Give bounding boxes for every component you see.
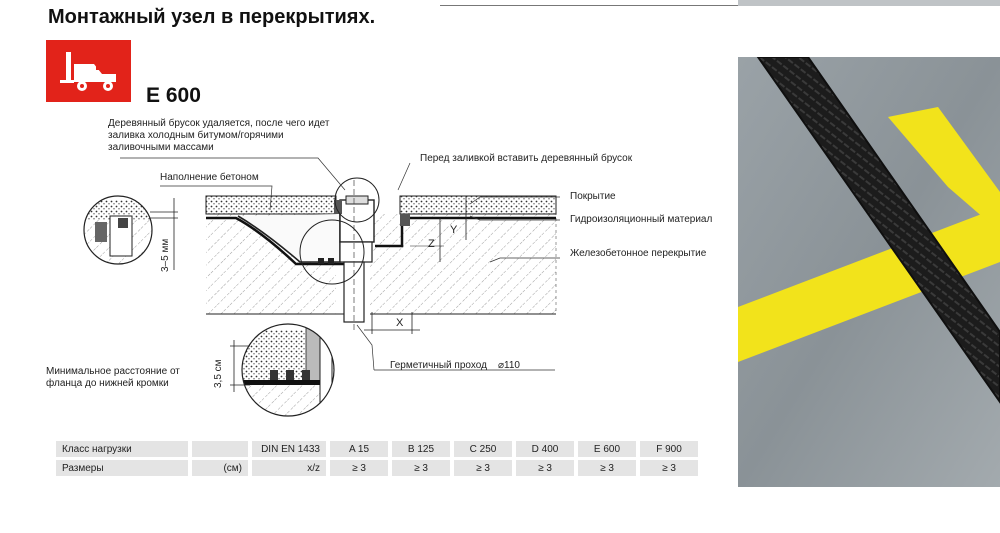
drainage-channel	[756, 57, 1000, 404]
table-cell: E 600	[578, 441, 636, 457]
table-row: Размеры (см) x/z ≥ 3 ≥ 3 ≥ 3 ≥ 3 ≥ 3 ≥ 3	[56, 460, 698, 476]
table-cell: A 15	[330, 441, 388, 457]
table-cell: C 250	[454, 441, 512, 457]
table-cell: ≥ 3	[392, 460, 450, 476]
detail-circle-flange	[299, 219, 365, 285]
table-cell: x/z	[252, 460, 326, 476]
table-cell: (см)	[192, 460, 248, 476]
table-cell: B 125	[392, 441, 450, 457]
label-coating: Покрытие	[570, 191, 616, 202]
label-min-distance: Минимальное расстояние от фланца до нижн…	[46, 366, 180, 389]
label-waterproofing: Гидроизоляционный материал	[570, 214, 713, 225]
top-photo-strip	[738, 0, 1000, 6]
title-divider	[440, 5, 738, 6]
label-wood-removed: Деревянный брусок удаляется, после чего …	[108, 118, 330, 153]
detail-joint-magnified	[83, 195, 178, 270]
load-class-label: E 600	[146, 84, 201, 107]
load-class-badge	[46, 40, 131, 102]
table-cell: ≥ 3	[516, 460, 574, 476]
table-cell: Класс нагрузки	[56, 441, 188, 457]
dimension-x	[364, 312, 420, 334]
concrete-infill	[237, 214, 341, 263]
table-cell: DIN EN 1433	[252, 441, 326, 457]
coating-layer	[205, 195, 557, 215]
dimension-yz	[410, 196, 467, 262]
drain-body	[334, 180, 410, 330]
table-cell: D 400	[516, 441, 574, 457]
label-dim-x: X	[396, 317, 404, 329]
label-dim-y: Y	[450, 224, 458, 236]
label-concrete-fill: Наполнение бетоном	[160, 172, 259, 183]
table-cell: ≥ 3	[640, 460, 698, 476]
forklift-icon	[60, 52, 116, 91]
waterproofing-membrane-right	[375, 216, 556, 248]
installation-photo	[738, 57, 1000, 487]
label-before-pour: Перед заливкой вставить деревянный брусо…	[420, 153, 633, 164]
load-class-table: Класс нагрузки DIN EN 1433 A 15 B 125 C …	[52, 438, 702, 479]
yellow-marking-diagonal	[888, 107, 1000, 232]
installation-drawing	[83, 157, 560, 417]
label-dim-z: Z	[428, 238, 435, 250]
table-cell	[192, 441, 248, 457]
page-title: Монтажный узел в перекрытиях.	[48, 6, 376, 28]
table-cell: ≥ 3	[454, 460, 512, 476]
label-rc-slab: Железобетонное перекрытие	[570, 248, 707, 259]
table-row: Класс нагрузки DIN EN 1433 A 15 B 125 C …	[56, 441, 698, 457]
flange-clamp	[318, 258, 334, 264]
label-diameter: ⌀110	[498, 360, 520, 371]
label-dim-3-5-cm: 3,5 см	[213, 359, 224, 388]
detail-flange-magnified	[230, 323, 335, 417]
label-dim-3-5-mm: 3–5 мм	[160, 238, 171, 272]
waterproofing-membrane-left	[206, 216, 348, 266]
table-cell: ≥ 3	[578, 460, 636, 476]
table-cell: Размеры	[56, 460, 188, 476]
detail-circle-top	[334, 177, 380, 223]
label-sealed-passage: Герметичный проход	[390, 360, 487, 371]
table-cell: F 900	[640, 441, 698, 457]
table-cell: ≥ 3	[330, 460, 388, 476]
leader-lines	[120, 157, 560, 371]
